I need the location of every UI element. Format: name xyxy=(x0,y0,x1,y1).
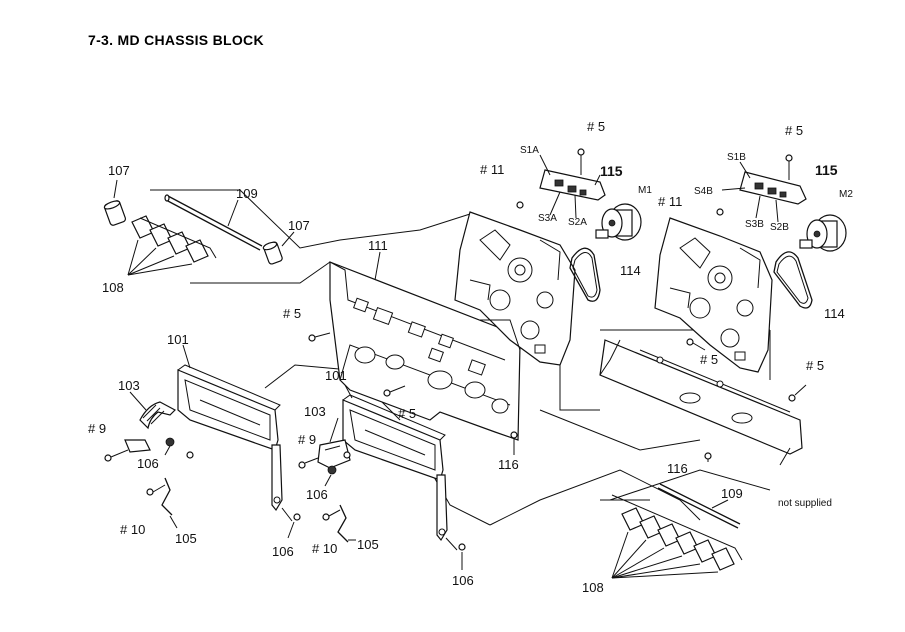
label-108: 108 xyxy=(102,280,124,295)
label-screw-5: # 5 xyxy=(587,119,605,134)
part-mechanism-2 xyxy=(654,217,773,373)
label-s4b: S4B xyxy=(694,186,713,197)
part-111-bracket xyxy=(329,251,521,441)
label-101: 101 xyxy=(167,332,189,347)
label-101: 101 xyxy=(325,368,347,383)
label-107: 107 xyxy=(288,218,310,233)
part-108-left-clips xyxy=(127,215,217,276)
page-title: 7-3. MD CHASSIS BLOCK xyxy=(88,32,264,48)
part-106-screws-left xyxy=(281,507,301,539)
label-103: 103 xyxy=(304,404,326,419)
label-s3a: S3A xyxy=(538,213,557,224)
part-mechanism-1 xyxy=(454,211,576,366)
part-109-left-shaft xyxy=(164,194,263,251)
label-screw-10: # 10 xyxy=(120,522,145,537)
label-s2b: S2B xyxy=(770,222,789,233)
label-103: 103 xyxy=(118,378,140,393)
label-screw-5: # 5 xyxy=(283,306,301,321)
label-115: 115 xyxy=(815,162,838,178)
label-114: 114 xyxy=(620,263,641,278)
label-screw-5: # 5 xyxy=(785,123,803,138)
label-115: 115 xyxy=(600,163,623,179)
label-screw-11: # 11 xyxy=(480,162,504,177)
part-motor-m2 xyxy=(799,214,847,252)
part-motor-m1 xyxy=(595,203,642,241)
label-not-supplied: not supplied xyxy=(778,498,832,509)
part-105-spring-right xyxy=(322,504,356,543)
label-m2: M2 xyxy=(839,189,853,200)
label-screw-9: # 9 xyxy=(88,421,106,436)
label-s1a: S1A xyxy=(520,145,539,156)
label-114: 114 xyxy=(824,306,845,321)
label-111: 111 xyxy=(368,238,388,253)
label-109: 109 xyxy=(236,186,258,201)
label-screw-5: # 5 xyxy=(700,352,718,367)
part-101-door-right xyxy=(342,384,448,542)
part-small-bracket-left xyxy=(104,437,194,462)
part-114-belt-left xyxy=(569,247,601,302)
part-108-right-clips xyxy=(611,494,743,579)
label-screw-10: # 10 xyxy=(312,541,337,556)
label-109: 109 xyxy=(721,486,743,501)
part-106-screws-right xyxy=(445,537,466,570)
part-labels: 107 109 107 111 108 # 5 101 101 103 103 … xyxy=(88,119,853,595)
label-106: 106 xyxy=(306,487,328,502)
label-screw-5: # 5 xyxy=(806,358,824,373)
part-114-belt-right xyxy=(773,251,813,309)
part-101-door-left xyxy=(177,344,283,512)
part-107-left xyxy=(103,179,127,226)
label-screw-9: # 9 xyxy=(298,432,316,447)
label-107: 107 xyxy=(108,163,130,178)
label-105: 105 xyxy=(357,537,379,552)
label-116: 116 xyxy=(498,457,519,472)
label-106: 106 xyxy=(272,544,294,559)
label-106: 106 xyxy=(452,573,474,588)
part-115-switch-left xyxy=(516,148,606,219)
screws-5 xyxy=(308,332,807,462)
label-screw-5: # 5 xyxy=(398,406,416,421)
label-105: 105 xyxy=(175,531,197,546)
part-103-lever-left xyxy=(129,391,176,430)
label-s3b: S3B xyxy=(745,219,764,230)
part-base-chassis xyxy=(599,339,803,466)
label-108: 108 xyxy=(582,580,604,595)
part-109-right-shaft xyxy=(657,483,741,529)
label-s2a: S2A xyxy=(568,217,587,228)
label-116: 116 xyxy=(667,461,688,476)
label-m1: M1 xyxy=(638,185,652,196)
part-105-spring-left xyxy=(146,477,178,529)
part-103-lever-right xyxy=(298,417,351,487)
label-s1b: S1B xyxy=(727,152,746,163)
part-115-switch-right xyxy=(716,154,807,223)
label-106: 106 xyxy=(137,456,159,471)
part-107-mid xyxy=(262,231,295,265)
label-screw-11: # 11 xyxy=(658,194,682,209)
